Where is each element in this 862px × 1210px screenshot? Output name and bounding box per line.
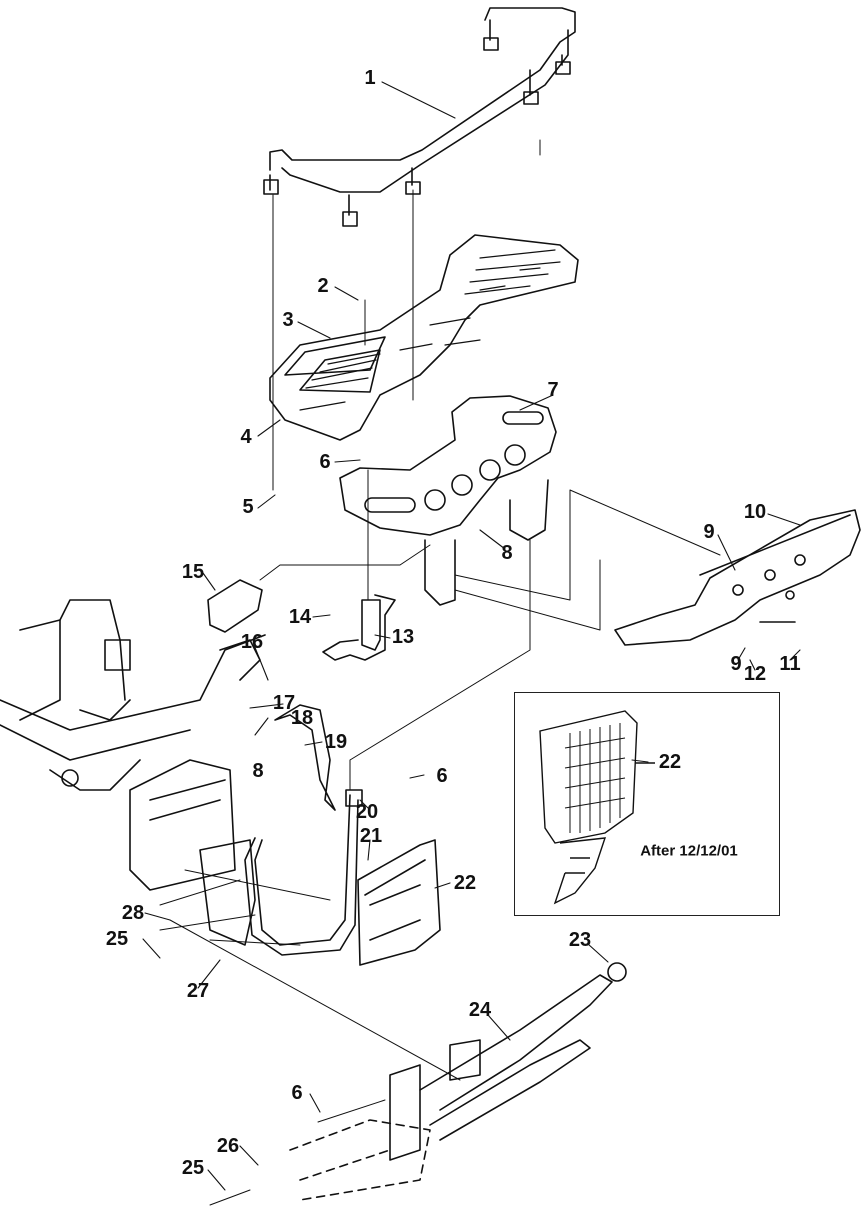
inset-panel-drawing — [539, 710, 655, 905]
callout-10: 10 — [743, 501, 767, 523]
callout-4: 4 — [240, 426, 252, 448]
callout-20: 20 — [355, 801, 379, 823]
callout-9-lower: 9 — [730, 653, 742, 675]
callout-22-inset: 22 — [658, 751, 682, 773]
front-bumper — [289, 974, 613, 1201]
callout-3: 3 — [282, 309, 294, 331]
callout-25-lower: 25 — [181, 1157, 205, 1179]
callout-8-lower: 8 — [252, 760, 264, 782]
callout-8-upper: 8 — [501, 542, 513, 564]
rack-deck — [269, 234, 579, 441]
callout-23: 23 — [568, 929, 592, 951]
callout-15: 15 — [181, 561, 205, 583]
callout-17: 17 — [272, 692, 296, 714]
callout-12: 12 — [743, 663, 767, 685]
callout-leaders — [142, 81, 801, 1191]
support-frame — [244, 789, 363, 956]
grommet — [607, 962, 627, 982]
panel — [357, 839, 441, 966]
callout-24: 24 — [468, 999, 492, 1021]
callout-6-bottom: 6 — [291, 1082, 303, 1104]
mount-plate — [339, 395, 557, 606]
rack-tube — [263, 7, 576, 227]
callout-1: 1 — [364, 67, 376, 89]
callout-22: 22 — [453, 872, 477, 894]
callout-26: 26 — [216, 1135, 240, 1157]
callout-6-top: 6 — [319, 451, 331, 473]
callout-21: 21 — [359, 825, 383, 847]
tail-light — [207, 579, 263, 633]
callout-2: 2 — [317, 275, 329, 297]
bumper — [614, 509, 861, 646]
callout-19: 19 — [324, 731, 348, 753]
callout-6-mid: 6 — [436, 765, 448, 787]
housing — [129, 759, 236, 891]
inset-note: After 12/12/01 — [640, 842, 738, 860]
support-arm — [274, 704, 336, 811]
leader-lines — [159, 139, 721, 1206]
callout-9-upper: 9 — [703, 521, 715, 543]
callout-7: 7 — [547, 379, 559, 401]
callout-14: 14 — [288, 606, 312, 628]
frame — [0, 599, 266, 791]
callout-5: 5 — [242, 496, 254, 518]
callout-28: 28 — [121, 902, 145, 924]
revision-inset: After 12/12/01 — [514, 692, 780, 916]
callout-13: 13 — [391, 626, 415, 648]
callout-11: 11 — [779, 653, 801, 675]
bracket — [322, 594, 396, 661]
callout-18: 18 — [290, 707, 314, 729]
shield-plate — [199, 839, 256, 946]
callout-16: 16 — [240, 631, 264, 653]
callout-25-upper: 25 — [105, 928, 129, 950]
callout-27: 27 — [186, 980, 210, 1002]
